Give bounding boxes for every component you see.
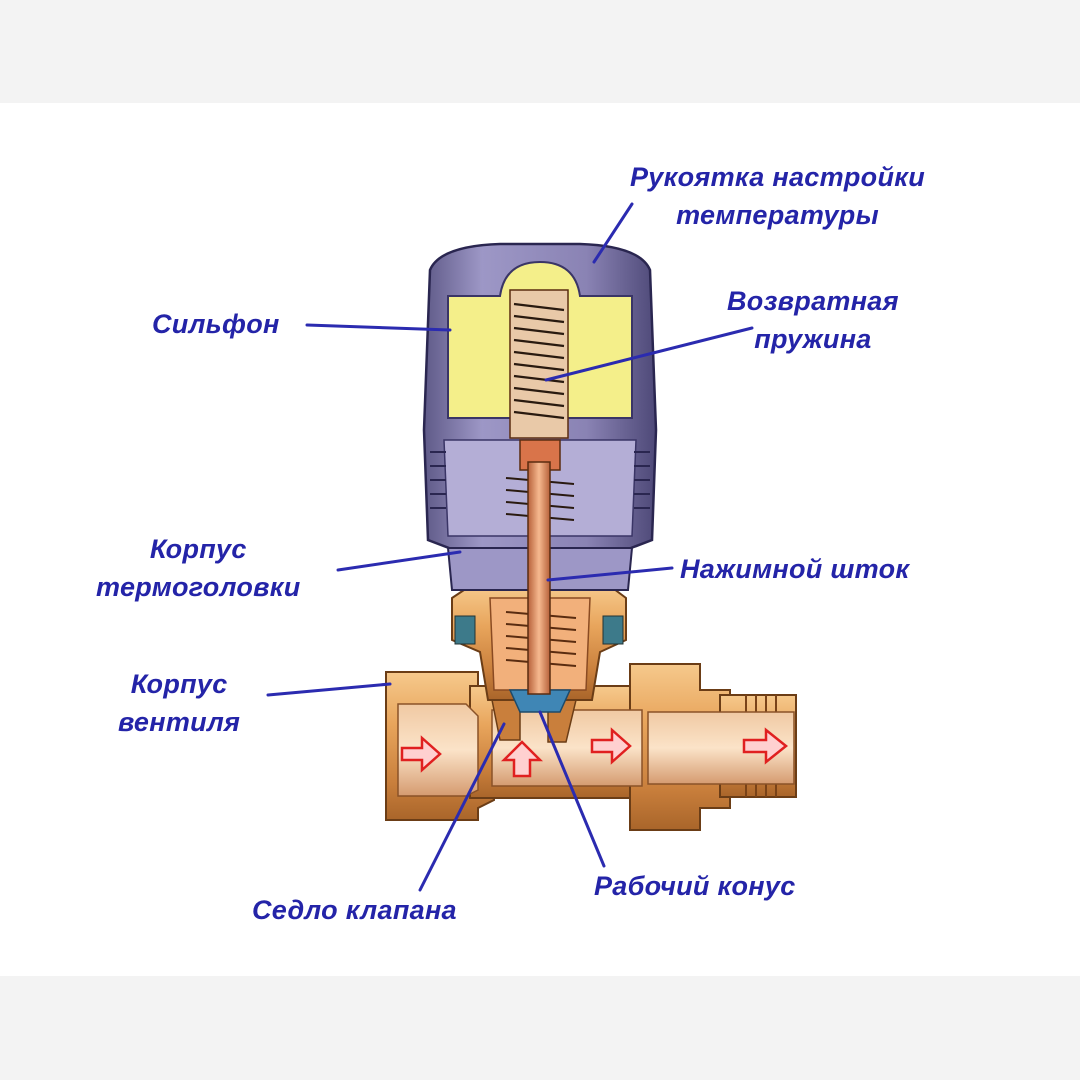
label-valve-body-line1: Корпус — [130, 669, 228, 699]
label-spring-line2: пружина — [754, 324, 872, 354]
leader-lines — [266, 202, 754, 892]
label-head-body: Корпус термоголовки — [96, 530, 301, 606]
label-bellows: Сильфон — [152, 305, 280, 343]
label-valve-seat: Седло клапана — [252, 891, 457, 929]
label-handle-line1: Рукоятка настройки — [630, 162, 926, 192]
flow-arrow-outlet — [742, 727, 789, 765]
flow-arrow-up — [500, 740, 544, 778]
label-stem-line1: Нажимной шток — [680, 554, 910, 584]
label-handle-line2: температуры — [676, 200, 879, 230]
label-bellows-line1: Сильфон — [152, 309, 280, 339]
label-head-body-line1: Корпус — [149, 534, 247, 564]
label-push-stem: Нажимной шток — [680, 550, 909, 588]
leader-seat — [418, 722, 506, 892]
leader-stem — [546, 566, 674, 582]
push-stem — [527, 461, 551, 695]
flow-arrow-mid — [590, 727, 632, 765]
leader-handle — [592, 202, 634, 264]
flow-arrows — [400, 727, 789, 778]
leader-valve-body — [266, 682, 392, 697]
label-spring-line1: Возвратная — [727, 286, 899, 316]
label-cone-line1: Рабочий конус — [594, 871, 796, 901]
leader-cone — [538, 710, 606, 868]
thermostatic-head — [422, 242, 658, 591]
label-head-body-line2: термоголовки — [96, 572, 301, 602]
label-valve-body-line2: вентиля — [118, 707, 241, 737]
label-seat-line1: Седло клапана — [252, 895, 457, 925]
label-working-cone: Рабочий конус — [594, 867, 796, 905]
label-handle: Рукоятка настройки температуры — [630, 158, 925, 234]
flow-arrow-inlet — [400, 735, 442, 773]
label-return-spring: Возвратная пружина — [727, 282, 899, 358]
leader-spring — [544, 326, 754, 382]
label-valve-body: Корпус вентиля — [118, 665, 240, 741]
leader-bellows — [305, 323, 452, 332]
leader-head-body — [336, 550, 462, 572]
